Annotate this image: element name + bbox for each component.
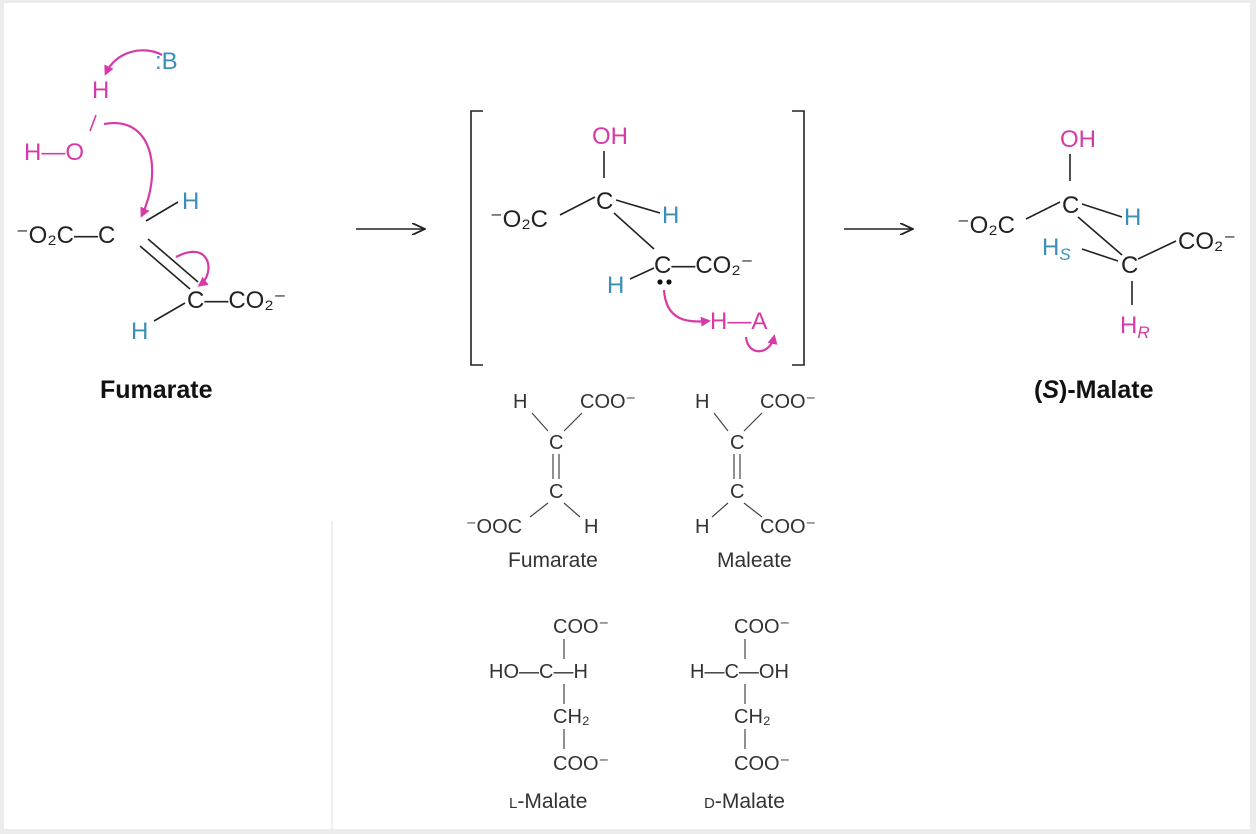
c-h-bond-upper — [615, 199, 661, 214]
slide-page: :B H H—O ⁻O₂C—C H C—CO₂⁻ H Fumarate — [4, 3, 1250, 829]
malate-caption: (S)-Malate — [1034, 376, 1154, 404]
fumarate-structure: H COO⁻ C C ⁻OOC H Fumarate — [466, 391, 636, 572]
lone-pair-dot-2 — [666, 279, 672, 285]
malate-hr-sub: R — [1137, 323, 1149, 342]
maleate-structure: H COO⁻ C C H COO⁻ Maleate — [695, 391, 816, 572]
malate-hs-h: H — [1042, 234, 1059, 261]
lmal-coo-bottom: COO⁻ — [553, 753, 609, 775]
fumarate-left-carbon: ⁻O₂C—C — [16, 222, 115, 249]
mal-bond-h-bottom — [711, 502, 729, 518]
fum-h-bottom: H — [584, 516, 598, 538]
intermediate-upper-c: C — [596, 188, 613, 215]
malate-hr-h: H — [1120, 312, 1137, 339]
malate-caption-italic: S — [1042, 376, 1059, 404]
mal-bond-h-top — [713, 412, 729, 432]
right-bracket — [792, 110, 805, 366]
lmal-coo-top: COO⁻ — [553, 616, 609, 638]
arrow-oh-to-carbon — [103, 121, 154, 218]
malate-c-h-bond — [1081, 203, 1123, 218]
fum-c1: C — [549, 432, 563, 454]
dmal-coo-top: COO⁻ — [734, 616, 790, 638]
fum-coo-bottom: ⁻OOC — [466, 516, 522, 538]
carbanion-intermediate: OH ⁻O₂C C H C—CO₂⁻ H H—A — [470, 110, 805, 366]
dmal-row: H—C—OH — [690, 661, 789, 683]
fum-bond-coo-top — [563, 412, 583, 432]
fumarate-mechanism: :B H H—O ⁻O₂C—C H C—CO₂⁻ H Fumarate — [16, 48, 286, 404]
intermediate-acid: H—A — [710, 308, 767, 335]
mal-name: Maleate — [717, 549, 792, 572]
fumarate-lower-carbon: C—CO₂⁻ — [187, 287, 286, 314]
intermediate-oh: OH — [592, 123, 628, 150]
malate-co2-bond — [1137, 240, 1177, 260]
lmal-name: L-Malate — [509, 790, 587, 813]
mal-c1: C — [730, 432, 744, 454]
malate-hs-sub: S — [1059, 245, 1071, 264]
mal-h-top: H — [695, 391, 709, 413]
malate-hs-bond — [1081, 248, 1119, 262]
lmal-row: HO—C—H — [489, 661, 588, 683]
malate-lower-c: C — [1121, 252, 1138, 279]
mal-c2: C — [730, 481, 744, 503]
lone-pair-dot-1 — [657, 279, 663, 285]
c-h-bond-lower — [629, 267, 655, 280]
fum-name: Fumarate — [508, 549, 598, 572]
mal-coo-top: COO⁻ — [760, 391, 816, 413]
dmal-prefix: D — [704, 795, 715, 812]
malate-upper-h: H — [1124, 204, 1141, 231]
lmal-suffix: -Malate — [517, 790, 587, 813]
c-h-bond-top — [145, 201, 179, 222]
malate-oh: OH — [1060, 126, 1096, 153]
d-malate-structure: COO⁻ H—C—OH CH₂ COO⁻ D-Malate — [690, 616, 790, 813]
water-hydrogen: H — [92, 77, 109, 104]
intermediate-carbanion: C—CO₂⁻ — [654, 252, 753, 279]
dmal-coo-bottom: COO⁻ — [734, 753, 790, 775]
malate-caption-suffix: )-Malate — [1059, 376, 1154, 404]
malate-hs: HS — [1042, 234, 1071, 264]
fumarate-top-h: H — [182, 188, 199, 215]
water-o-h-bond — [89, 114, 97, 132]
mal-h-bottom: H — [695, 516, 709, 538]
malate-hr: HR — [1120, 312, 1150, 342]
double-bond-b — [147, 238, 199, 283]
fumarate-caption: Fumarate — [100, 376, 213, 404]
malate-co2: CO₂⁻ — [1178, 228, 1236, 255]
malate-left-carbon: ⁻O₂C — [957, 212, 1015, 239]
c-c-single-bond — [613, 212, 655, 250]
dmal-suffix: -Malate — [715, 790, 785, 813]
fum-bond-h-bottom — [563, 502, 581, 518]
malate-bond-co2-c — [1025, 201, 1061, 220]
mal-bond-coo-bottom — [743, 502, 763, 518]
double-bond-a — [139, 245, 191, 290]
bond-co2-c — [559, 196, 596, 216]
arrow-lone-pair-to-h — [662, 289, 711, 327]
water-ho: H—O — [24, 139, 84, 166]
lmal-ch2: CH₂ — [553, 706, 590, 728]
malate-upper-c: C — [1062, 192, 1079, 219]
mal-coo-bottom: COO⁻ — [760, 516, 816, 538]
dmal-ch2: CH₂ — [734, 706, 771, 728]
intermediate-left-carbon: ⁻O₂C — [490, 206, 548, 233]
fum-bond-h-top — [531, 412, 549, 432]
s-malate-product: OH ⁻O₂C C H HS C CO₂⁻ HR (S)-Malate — [957, 126, 1236, 404]
fum-c2: C — [549, 481, 563, 503]
arrow-base-to-h — [104, 49, 163, 76]
arrow-pi-bond — [175, 250, 210, 287]
reaction-scheme: :B H H—O ⁻O₂C—C H C—CO₂⁻ H Fumarate — [16, 48, 1236, 829]
mal-bond-coo-top — [743, 412, 763, 432]
left-bracket — [470, 110, 483, 366]
c-h-bond-bottom — [153, 302, 186, 322]
arrow-ha-bond — [744, 334, 778, 353]
fum-h-top: H — [513, 391, 527, 413]
intermediate-upper-h: H — [662, 202, 679, 229]
l-malate-structure: COO⁻ HO—C—H CH₂ COO⁻ L-Malate — [489, 616, 609, 813]
fum-coo-top: COO⁻ — [580, 391, 636, 413]
malate-caption-prefix: ( — [1034, 376, 1043, 404]
lmal-prefix: L — [509, 795, 517, 812]
fum-bond-coo-bottom — [529, 502, 549, 518]
dmal-name: D-Malate — [704, 790, 785, 813]
malate-c-c-bond — [1077, 216, 1123, 256]
fumarate-bottom-h: H — [131, 318, 148, 345]
intermediate-lower-h: H — [607, 272, 624, 299]
